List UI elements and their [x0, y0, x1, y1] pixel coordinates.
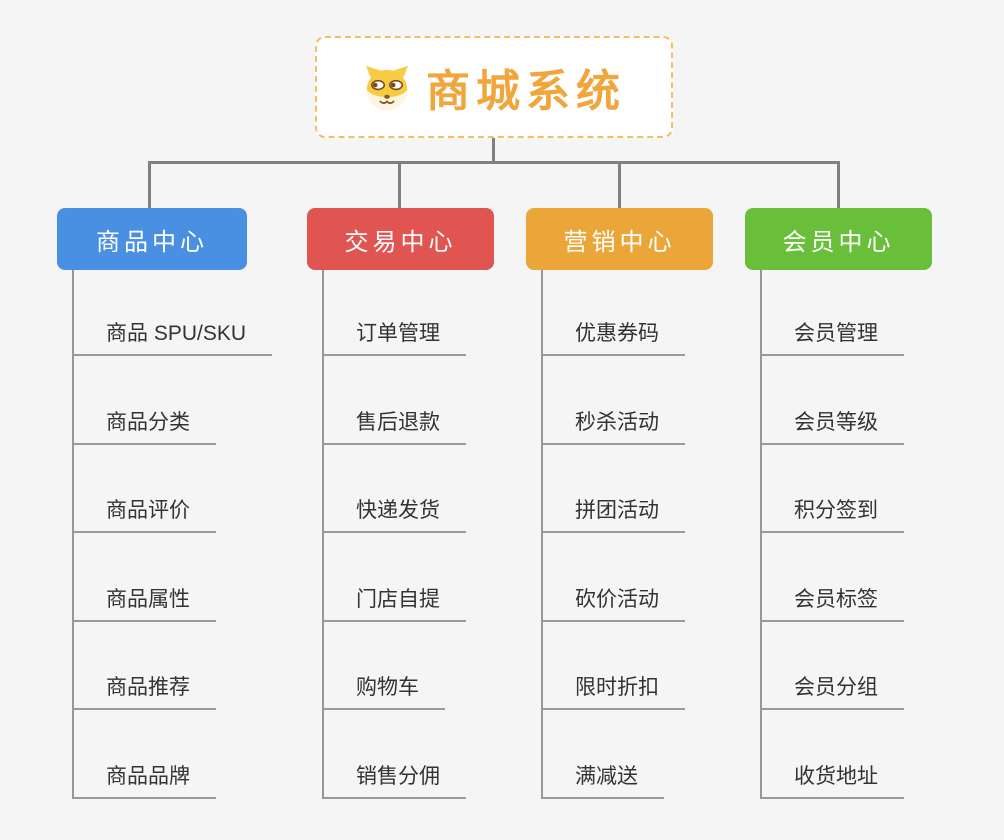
child-node[interactable]: 商品品牌 [72, 759, 216, 799]
connector-drop-goods [148, 161, 151, 209]
child-node[interactable]: 商品推荐 [72, 670, 216, 711]
child-node[interactable]: 秒杀活动 [541, 405, 685, 445]
child-node[interactable]: 限时折扣 [541, 670, 685, 711]
child-node[interactable]: 会员标签 [760, 582, 904, 622]
connector-drop-marketing [618, 161, 621, 209]
branch-marketing-center: 营销中心 优惠券码秒杀活动拼团活动砍价活动限时折扣满减送 [526, 208, 713, 799]
branch-child-line [72, 270, 74, 799]
child-node[interactable]: 商品评价 [72, 493, 216, 534]
child-node[interactable]: 购物车 [322, 670, 445, 711]
branch-child-line [541, 270, 543, 799]
branch-goods-center: 商品中心 商品 SPU/SKU 商品分类商品评价商品属性商品推荐商品品牌 [57, 208, 273, 799]
connector-horizontal-bar [148, 161, 840, 164]
child-node[interactable]: 拼团活动 [541, 493, 685, 534]
connector-drop-member [837, 161, 840, 209]
branch-header-goods-center[interactable]: 商品中心 [57, 208, 247, 270]
child-node[interactable]: 会员分组 [760, 670, 904, 711]
branch-trade-center: 交易中心 订单管理售后退款快递发货门店自提购物车销售分佣 [307, 208, 494, 799]
branch-child-line [760, 270, 762, 799]
child-node[interactable]: 订单管理 [322, 316, 466, 356]
child-node[interactable]: 会员管理 [760, 316, 904, 356]
child-node[interactable]: 积分签到 [760, 493, 904, 534]
branch-children-trade: 订单管理售后退款快递发货门店自提购物车销售分佣 [322, 270, 466, 840]
child-node[interactable]: 砍价活动 [541, 582, 685, 622]
branch-member-center: 会员中心 会员管理会员等级积分签到会员标签会员分组收货地址 [745, 208, 932, 799]
child-node[interactable]: 收货地址 [760, 759, 904, 799]
branch-children-goods: 商品 SPU/SKU 商品分类商品评价商品属性商品推荐商品品牌 [72, 270, 273, 840]
connector-root-stem [492, 138, 495, 164]
connector-drop-trade [398, 161, 401, 209]
branch-header-member-center[interactable]: 会员中心 [745, 208, 932, 270]
child-node[interactable]: 满减送 [541, 759, 664, 799]
child-node[interactable]: 优惠券码 [541, 316, 685, 356]
root-node[interactable]: 商城系统 [315, 36, 673, 138]
branch-children-marketing: 优惠券码秒杀活动拼团活动砍价活动限时折扣满减送 [541, 270, 685, 840]
root-title: 商城系统 [426, 67, 626, 116]
child-node[interactable]: 销售分佣 [322, 759, 466, 799]
child-node[interactable]: 商品分类 [72, 405, 216, 445]
dog-face-icon [362, 62, 412, 112]
child-node[interactable]: 售后退款 [322, 405, 466, 445]
branch-children-member: 会员管理会员等级积分签到会员标签会员分组收货地址 [760, 270, 904, 840]
child-node[interactable]: 会员等级 [760, 405, 904, 445]
child-node[interactable]: 门店自提 [322, 582, 466, 622]
child-node[interactable]: 商品属性 [72, 582, 216, 622]
child-node[interactable]: 快递发货 [322, 493, 466, 534]
branch-header-marketing-center[interactable]: 营销中心 [526, 208, 713, 270]
child-node[interactable]: 商品 SPU/SKU [72, 316, 273, 356]
branch-child-line [322, 270, 324, 799]
branch-header-trade-center[interactable]: 交易中心 [307, 208, 494, 270]
